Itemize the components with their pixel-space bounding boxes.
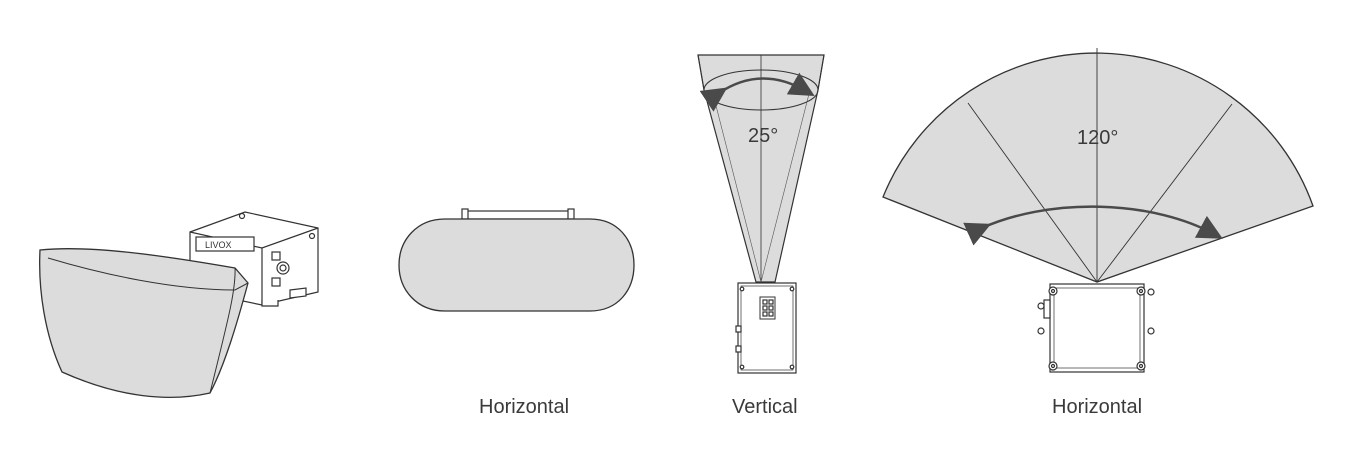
angle-label-vertical: 25° [748, 125, 778, 147]
angle-label-horizontal: 120° [1077, 127, 1118, 149]
lidar-device-side [461, 208, 575, 220]
caption-side-horizontal: Horizontal [479, 396, 570, 418]
fov-capsule [398, 218, 635, 312]
vertical-view: 25° [697, 54, 825, 374]
top-horizontal-view: 120° [882, 48, 1314, 373]
lidar-device-front [735, 282, 797, 374]
angle-arrow-vertical [699, 72, 815, 112]
side-horizontal-view [398, 208, 635, 312]
fov-shell-perspective [39, 248, 249, 399]
caption-top-horizontal: Horizontal [1052, 396, 1143, 418]
device-logo: LIVOX [205, 240, 232, 250]
lidar-device-top [1037, 283, 1155, 373]
perspective-view: LIVOX [39, 211, 319, 399]
angle-arrow-horizontal [963, 205, 1223, 246]
caption-vertical: Vertical [732, 396, 798, 418]
fov-sector-horizontal [882, 52, 1314, 283]
